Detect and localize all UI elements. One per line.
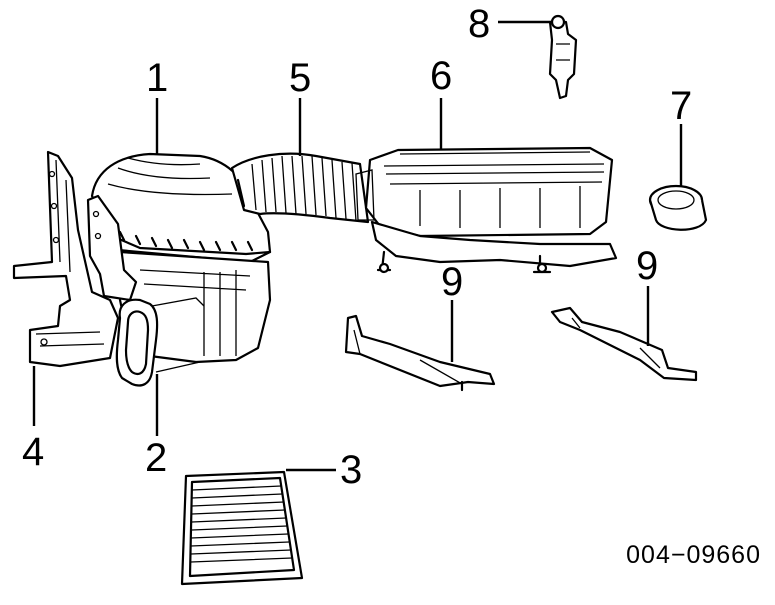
callout-9-left: 9 [441,260,464,304]
part-5-air-hose [230,152,370,224]
callout-2: 2 [145,436,168,480]
callout-6: 6 [430,54,453,98]
part-3-filter-element [180,470,304,586]
part-9-right-bracket [550,306,698,382]
callout-8: 8 [468,2,491,46]
callout-1: 1 [146,56,169,100]
part-4-bracket [12,150,120,368]
callout-7: 7 [670,84,693,128]
part-9-left-bracket [344,314,496,392]
callout-5: 5 [289,56,312,100]
part-2-housing-base [86,194,272,387]
part-8-sensor [548,14,578,100]
callout-3: 3 [340,448,363,492]
callout-9-right: 9 [636,244,659,288]
callout-4: 4 [22,430,45,474]
part-7-coupler [648,184,708,231]
part-6-resonator [355,146,618,274]
part-1-housing-cover [90,152,272,264]
leader-lines [32,20,683,472]
drawing-code: 004−09660 [626,541,761,569]
